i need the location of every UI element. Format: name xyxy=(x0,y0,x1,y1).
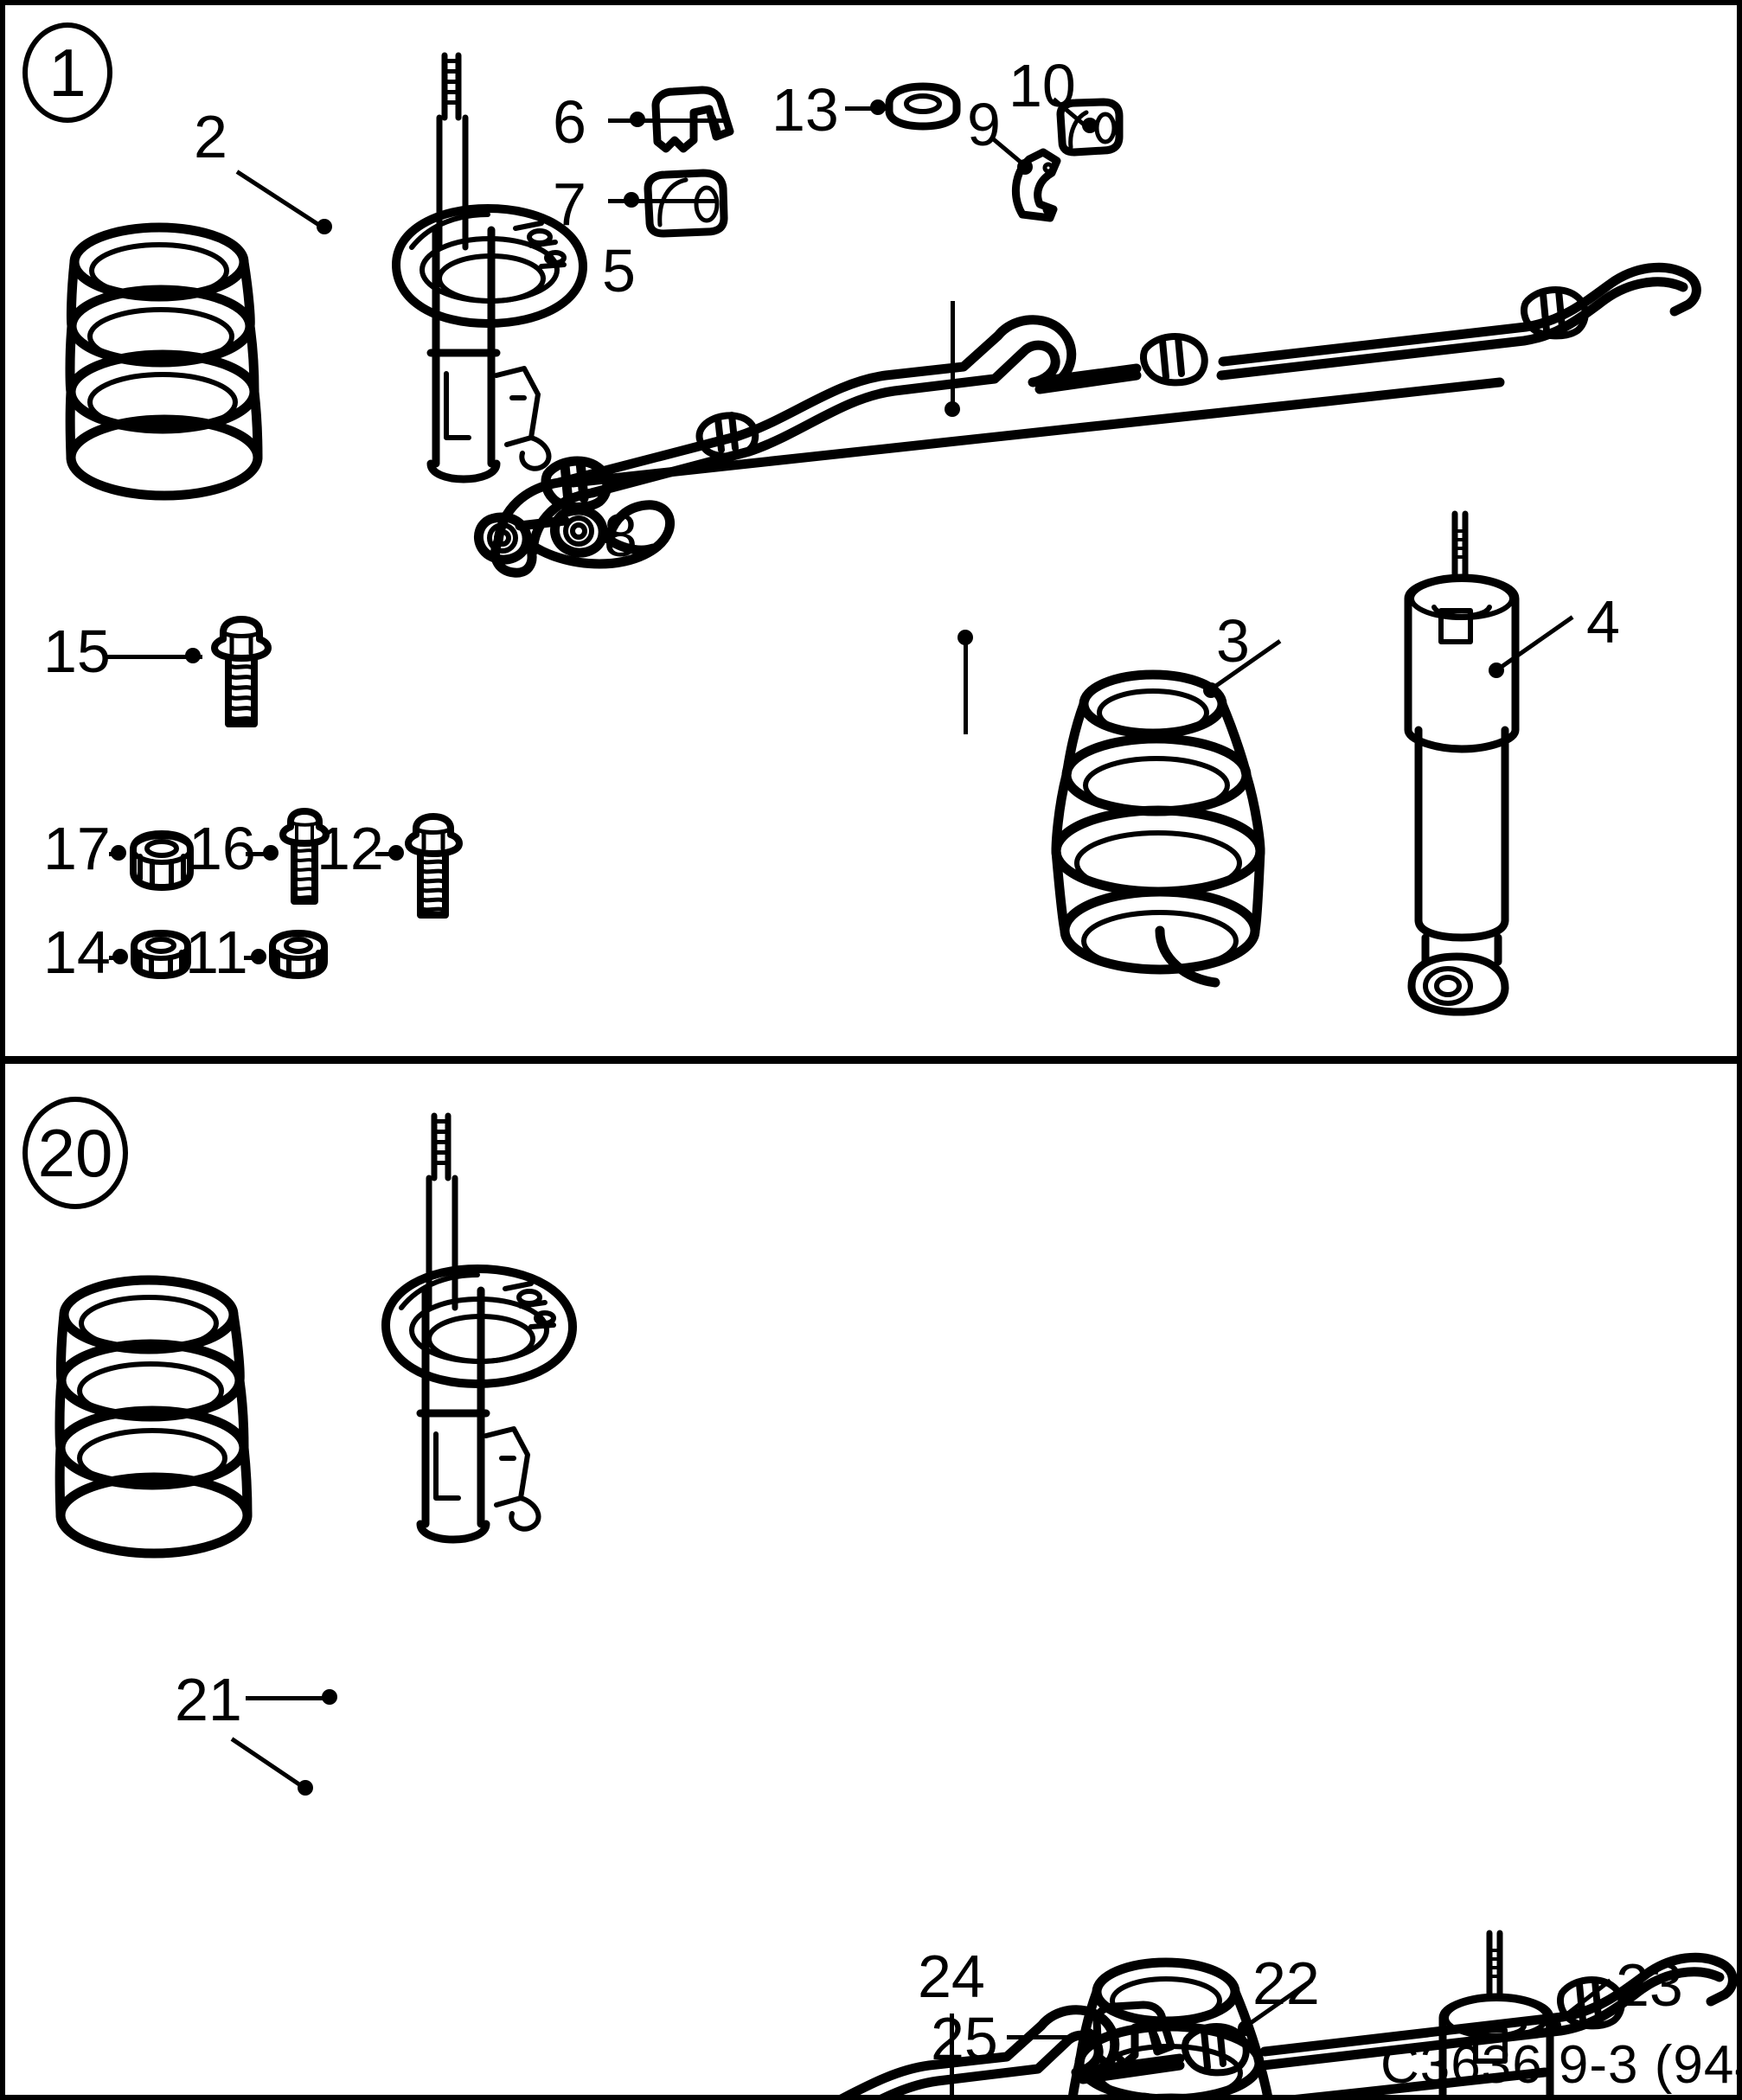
callout-24: 24 xyxy=(918,1943,985,2010)
leader-dot-3 xyxy=(1203,682,1219,698)
callout-4: 4 xyxy=(1586,588,1620,656)
leader-6 xyxy=(608,118,725,123)
leader-dot-13 xyxy=(870,99,886,115)
leader-dot-6 xyxy=(630,112,645,127)
leader-dot-21b xyxy=(298,1780,313,1796)
stabilizer-link-p1 xyxy=(474,456,675,569)
callout-5: 5 xyxy=(602,237,636,304)
panel-20: 20 xyxy=(5,1056,1737,2095)
leader-dot-22 xyxy=(1238,2020,1253,2036)
leader-21 xyxy=(246,1696,330,1700)
bolt-16 xyxy=(279,808,330,905)
leader-dot-7 xyxy=(624,192,639,208)
leader-21b xyxy=(230,1737,305,1789)
stabilizer-bushing-10 xyxy=(1056,98,1124,157)
washer-13 xyxy=(885,82,961,131)
coil-spring-rear-p1 xyxy=(1051,669,1265,988)
callout-13: 13 xyxy=(772,76,839,144)
callout-16: 16 xyxy=(189,815,256,882)
leader-dot-23 xyxy=(1546,2018,1561,2033)
leader-dot-2 xyxy=(317,219,332,234)
leader-5-line xyxy=(951,301,955,408)
bolt-15 xyxy=(211,616,272,727)
callout-11: 11 xyxy=(185,919,248,986)
strut-assembly-p1 xyxy=(392,52,587,483)
strut-assembly-p20 xyxy=(381,1112,577,1544)
callout-9: 9 xyxy=(967,91,1001,158)
panel-badge-1: 1 xyxy=(22,22,112,123)
leader-dot-12 xyxy=(388,845,404,861)
panel-1: 1 xyxy=(5,5,1737,1056)
callout-17: 17 xyxy=(43,815,111,882)
callout-7: 7 xyxy=(553,170,586,238)
panel-badge-20-label: 20 xyxy=(37,1115,113,1191)
leader-dot-21 xyxy=(322,1689,337,1705)
nut-14 xyxy=(131,930,191,979)
callout-15: 15 xyxy=(43,618,111,685)
leader-16 xyxy=(246,852,273,856)
shock-absorber-23 xyxy=(1438,1930,1554,2095)
bolt-12 xyxy=(405,813,463,919)
callout-21: 21 xyxy=(175,1666,242,1733)
panel-badge-20: 20 xyxy=(22,1097,128,1209)
callout-2: 2 xyxy=(194,103,227,170)
callout-12: 12 xyxy=(317,815,384,882)
leader-15 xyxy=(107,655,202,659)
coil-spring-front-p20 xyxy=(54,1275,253,1559)
leader-dot-16 xyxy=(263,845,279,861)
leader-7 xyxy=(608,199,716,203)
coil-spring-front-p1 xyxy=(65,222,263,501)
leader-2 xyxy=(235,170,326,230)
leader-dot-4 xyxy=(1489,663,1504,678)
leader-13 xyxy=(845,106,887,111)
callout-3: 3 xyxy=(1216,607,1250,675)
leader-dot-17 xyxy=(111,845,126,861)
stabilizer-clamp-9 xyxy=(1011,148,1061,222)
leader-dot-11 xyxy=(251,949,266,964)
shock-absorber-4 xyxy=(1404,510,1520,1016)
leader-24-line xyxy=(950,2014,954,2095)
leader-dot-8 xyxy=(957,630,973,645)
nut-11 xyxy=(269,930,328,979)
leader-25 xyxy=(1007,2035,1089,2039)
leader-dot-14 xyxy=(112,949,128,964)
footer-code: C3636 9-3 (9440) xyxy=(1380,2035,1737,2095)
leader-8-line xyxy=(964,635,968,734)
callout-6: 6 xyxy=(553,88,586,156)
leader-dot-9 xyxy=(1017,159,1033,175)
nut-17 xyxy=(130,830,194,891)
leader-dot-10 xyxy=(1082,118,1098,133)
coil-spring-rear-p20 xyxy=(1068,1957,1272,2095)
panel-badge-1-label: 1 xyxy=(48,35,86,111)
stabilizer-bushing-p1 xyxy=(644,169,728,238)
leader-dot-15 xyxy=(185,648,201,663)
callout-23: 23 xyxy=(1616,1951,1683,2019)
leader-dot-5 xyxy=(945,401,960,417)
callout-14: 14 xyxy=(43,919,111,986)
